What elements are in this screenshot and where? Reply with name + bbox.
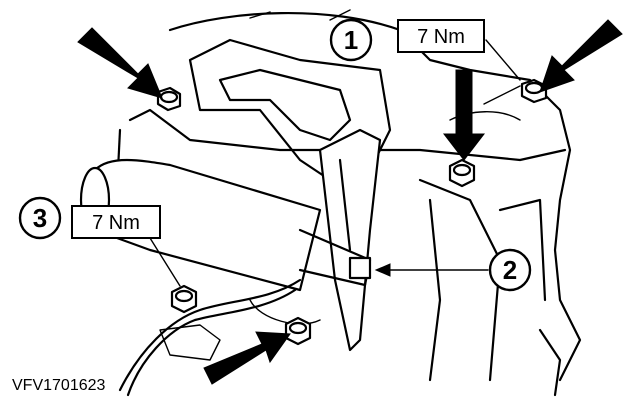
callout-1-number: 1 xyxy=(344,25,358,55)
arrow-center-down xyxy=(442,69,486,161)
torque-label-lower: 7 Nm xyxy=(71,205,161,239)
gearbox-housing xyxy=(116,9,582,397)
callout-3: 3 xyxy=(18,196,62,240)
arrow-top-left xyxy=(77,27,163,99)
bolt-lower-center xyxy=(284,316,312,346)
shift-linkage xyxy=(188,38,392,352)
arrow-bottom-center xyxy=(203,331,291,385)
torque-label-lower-text: 7 Nm xyxy=(92,212,140,234)
callout-3-number: 3 xyxy=(33,203,47,233)
callout-2-number: 2 xyxy=(503,255,517,285)
callout-1: 1 xyxy=(329,18,373,62)
bolt-center xyxy=(448,158,476,188)
leader-lines xyxy=(149,39,521,287)
bolt-lower-left xyxy=(170,284,198,314)
switch-cylinder xyxy=(79,158,372,292)
callout-2: 2 xyxy=(488,248,532,292)
reference-code: VFV1701623 xyxy=(12,377,106,394)
torque-label-upper: 7 Nm xyxy=(397,19,485,53)
bolt-top-left xyxy=(156,86,182,112)
wiring-harness xyxy=(118,278,321,397)
torque-label-upper-text: 7 Nm xyxy=(417,26,465,48)
arrow-top-right xyxy=(539,19,623,93)
